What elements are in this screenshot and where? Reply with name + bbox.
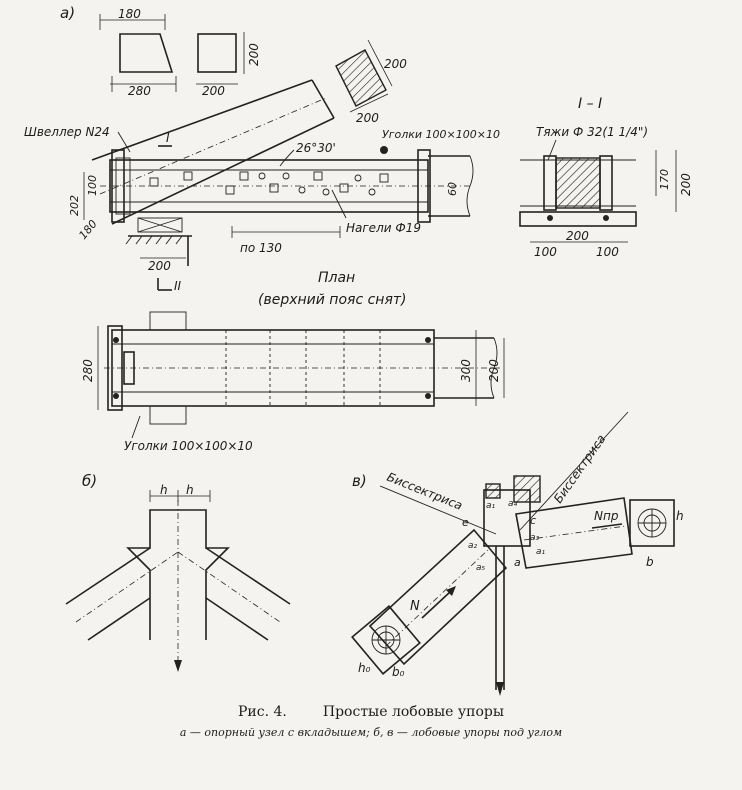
plan-dim-200: 200 xyxy=(487,359,501,382)
technical-drawing: а) 180 280 200 200 200 200 xyxy=(24,4,693,696)
label-a1: a₁ xyxy=(486,501,496,511)
label-c: c xyxy=(530,514,536,527)
panel-label-b: б) xyxy=(82,472,97,490)
label-a3: a₃ xyxy=(530,533,540,543)
dim-hatch-200-b: 200 xyxy=(356,111,379,125)
inclined-rafter xyxy=(91,79,335,225)
figure-title: Простые лобовые упоры xyxy=(322,704,504,720)
label-a2: a₂ xyxy=(468,541,478,551)
label-a5: a₅ xyxy=(476,563,486,573)
dim-180-left: 180 xyxy=(76,217,99,241)
label-b: b xyxy=(646,555,654,569)
section-title: I – I xyxy=(578,96,602,112)
figure-number: Рис. 4. xyxy=(238,704,287,720)
label-b0: b₀ xyxy=(392,665,405,679)
panel-label-v: в) xyxy=(352,472,367,490)
plan-subtitle: (верхний пояс снят) xyxy=(258,292,406,308)
view-b: б) h h xyxy=(65,472,291,672)
dim-60: 60 xyxy=(446,182,459,196)
label-a: a xyxy=(514,556,521,569)
label-rods: Тяжи Ф 32(1 1/4") xyxy=(536,125,648,139)
dim-square-200-w: 200 xyxy=(202,84,225,98)
dim-po130: по 130 xyxy=(240,241,282,255)
panel-label-a: а) xyxy=(60,4,75,22)
dim-100-left: 100 xyxy=(534,245,557,259)
dim-180-top: 180 xyxy=(118,7,141,21)
support: 200 xyxy=(125,217,192,273)
angle-label: 26°30' xyxy=(296,141,336,155)
view-a: а) 180 280 200 200 200 200 xyxy=(24,4,500,293)
view-b-h-right: h xyxy=(186,483,194,497)
label-e: e xyxy=(462,516,469,529)
bisector-left-label: Биссектриса xyxy=(385,470,465,513)
label-a4: a₄ xyxy=(508,499,518,509)
view-v: в) Биссектриса Биссектриса A N h₀ b₀ Nпр xyxy=(351,411,684,696)
section-I-I: I – I Тяжи Ф 32(1 1/4") 170 200 100 200 … xyxy=(519,96,693,259)
dim-100-right: 100 xyxy=(596,245,619,259)
label-channel: Швеллер N24 xyxy=(24,125,110,139)
plan-dim-300: 300 xyxy=(459,359,473,382)
hatched-section: 200 200 xyxy=(335,39,407,125)
view-b-h-left: h xyxy=(160,483,168,497)
dim-200-base: 200 xyxy=(148,259,171,273)
dim-200-mid: 200 xyxy=(566,229,589,243)
dim-170: 170 xyxy=(658,169,671,190)
dim-202: 202 xyxy=(68,195,81,216)
insert-trapezoid: 180 280 xyxy=(99,7,177,98)
label-angles-top: Уголки 100×100×10 xyxy=(382,128,500,141)
label-h0: h₀ xyxy=(358,661,371,675)
section-mark-top: I xyxy=(166,131,170,145)
figure-caption-title: Рис. 4. Простые лобовые упоры xyxy=(0,704,742,720)
section-mark-bottom: II xyxy=(174,279,182,293)
bottom-chord xyxy=(100,149,474,223)
label-angles-bottom: Уголки 100×100×10 xyxy=(124,439,253,453)
dim-hatch-200-a: 200 xyxy=(384,57,407,71)
dim-square-200-h: 200 xyxy=(247,43,261,66)
force-Npr: Nпр xyxy=(594,509,619,523)
label-dowels: Нагели Ф19 xyxy=(346,221,421,235)
dim-200-vertical: 200 xyxy=(679,173,693,196)
plan-title: План xyxy=(318,270,355,286)
dim-100: 100 xyxy=(86,175,99,196)
figure-caption-subtitle: а — опорный узел с вкладышем; б, в — лоб… xyxy=(179,726,563,739)
plan-view: План (верхний пояс снят) 280 300 200 Уго… xyxy=(81,270,505,453)
label-h: h xyxy=(676,509,684,523)
insert-square: 200 200 xyxy=(196,32,261,98)
bolts xyxy=(149,146,389,196)
label-a1-right: a₁ xyxy=(536,547,546,557)
dim-280-bottom: 280 xyxy=(128,84,151,98)
plan-dim-280: 280 xyxy=(81,359,95,382)
force-N: N xyxy=(410,599,420,614)
